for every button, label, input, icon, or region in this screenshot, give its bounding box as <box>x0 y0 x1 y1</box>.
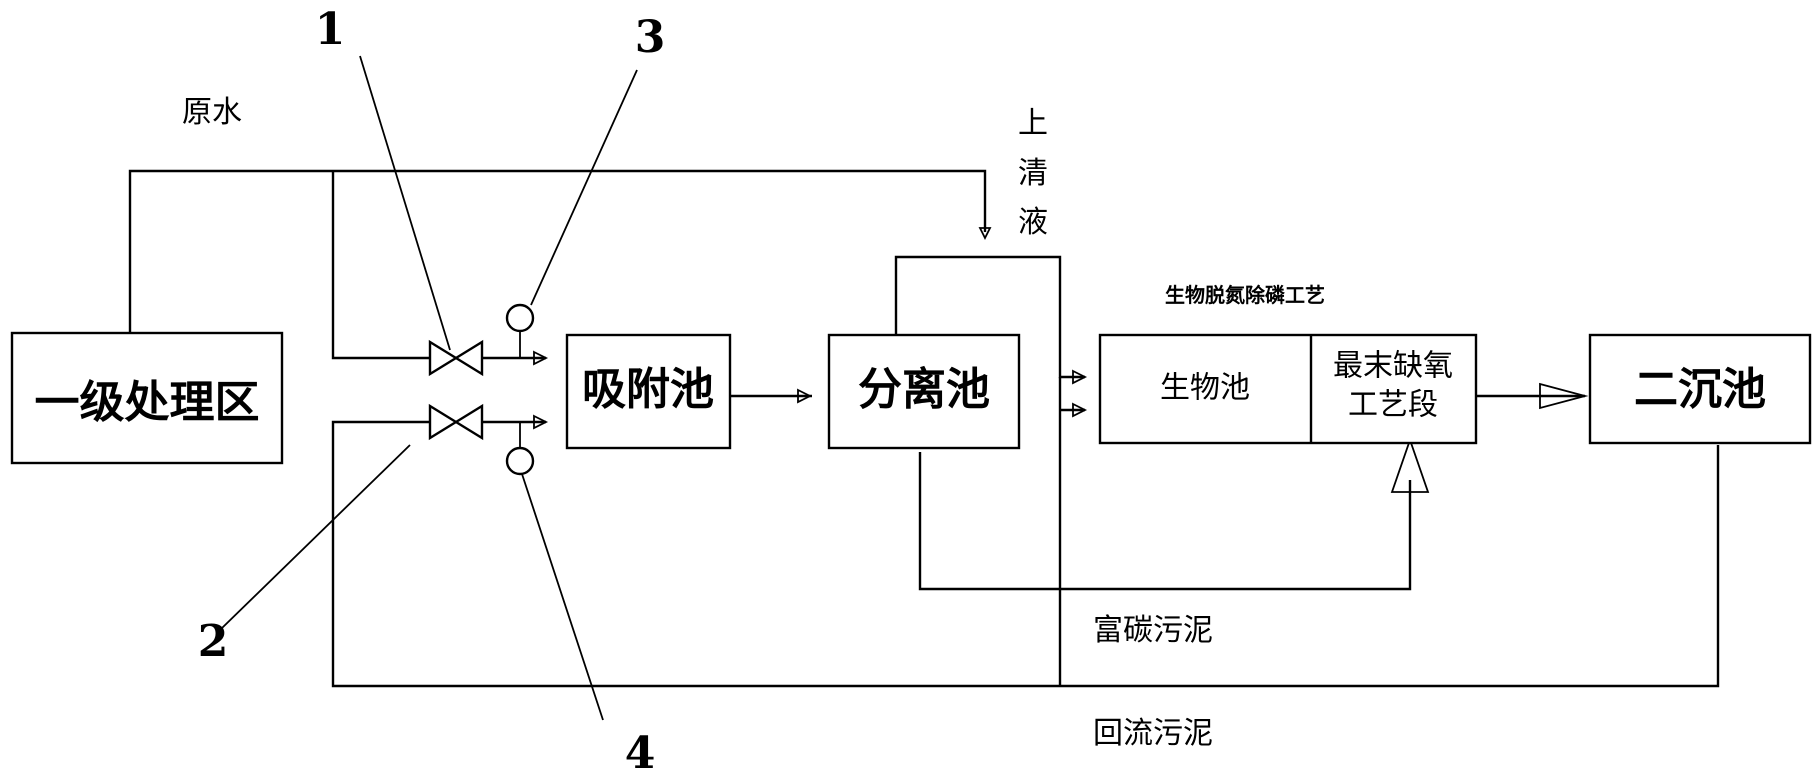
arrow-marker <box>533 350 549 366</box>
arrow-marker <box>533 414 549 430</box>
callout-2: 2 <box>198 616 229 667</box>
supernatant-label-3: 液 <box>1018 205 1048 240</box>
arrow-marker <box>1072 369 1088 385</box>
supernatant-line <box>894 255 1085 379</box>
separation-tank-box <box>827 333 1021 450</box>
arrow-up-anoxic <box>1390 437 1430 493</box>
secondary-clarifier-box <box>1588 333 1812 445</box>
return-sludge-label: 回流污泥 <box>1093 716 1213 751</box>
callout-3: 3 <box>635 12 666 63</box>
arrow-marker <box>978 227 992 241</box>
bio-pool-label: 生物池 <box>1160 371 1250 406</box>
bio-process-box <box>1098 333 1478 445</box>
arrow-marker <box>797 388 813 404</box>
leader-2 <box>221 444 411 629</box>
carbon-sludge-line <box>918 452 1412 591</box>
adsorption-tank-box <box>565 333 732 450</box>
carbon-rich-sludge-label: 富碳污泥 <box>1093 613 1213 648</box>
supernatant-label-2: 清 <box>1018 156 1048 191</box>
raw-water-label: 原水 <box>182 95 242 130</box>
callout-1: 1 <box>315 4 346 55</box>
leader-4 <box>521 473 604 721</box>
supernatant-label-1: 上 <box>1018 106 1048 141</box>
separation-tank-label: 分离池 <box>858 364 990 415</box>
valve-1 <box>428 339 484 377</box>
final-anoxic-label-2: 工艺段 <box>1348 388 1438 423</box>
process-title: 生物脱氮除磷工艺 <box>1165 283 1325 307</box>
gauge-4 <box>505 422 535 476</box>
adsorption-tank-label: 吸附池 <box>582 364 714 415</box>
primary-treatment-box <box>10 331 284 465</box>
secondary-clarifier-label: 二沉池 <box>1634 364 1766 415</box>
return-sludge-line <box>331 420 1720 688</box>
final-anoxic-label-1: 最末缺氧 <box>1333 349 1453 384</box>
arrow-to-clarifier <box>1539 382 1589 410</box>
leader-1 <box>359 55 451 351</box>
callout-4: 4 <box>625 728 656 779</box>
raw-water-branch <box>331 171 430 360</box>
arrow-marker <box>1072 402 1088 418</box>
raw-water-line <box>128 169 987 333</box>
gauge-3 <box>505 303 535 358</box>
primary-treatment-label: 一级处理区 <box>35 377 260 428</box>
valve-2 <box>428 403 484 441</box>
arrow-markers <box>533 227 1088 430</box>
leader-3 <box>530 69 638 306</box>
